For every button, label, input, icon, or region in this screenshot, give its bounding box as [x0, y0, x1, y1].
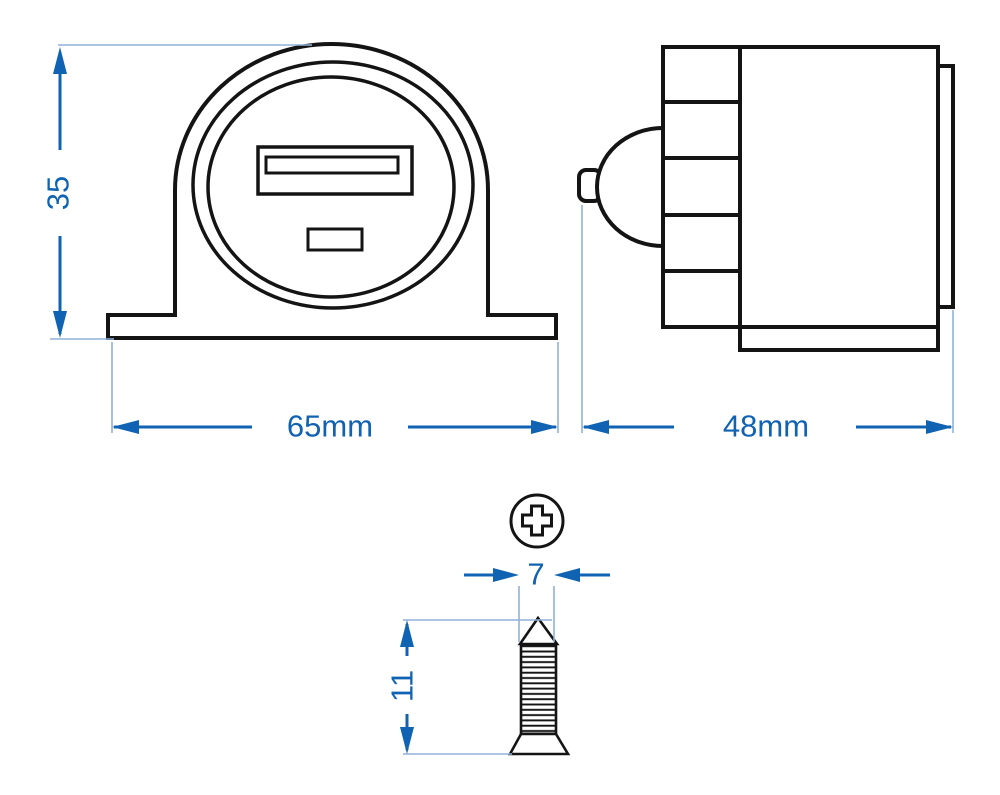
arrowhead-left: [554, 568, 580, 582]
dimension-front-height: 35: [41, 47, 76, 338]
arrowhead-right: [493, 568, 519, 582]
arrowhead-up: [400, 620, 414, 647]
arrowhead-right: [926, 420, 953, 434]
side-depth-label: 48mm: [723, 409, 809, 444]
side-dome: [595, 125, 665, 249]
side-view: [577, 45, 955, 352]
screw-shaft-threads: [519, 643, 558, 736]
side-body: [738, 45, 940, 352]
front-width-label: 65mm: [287, 409, 373, 444]
dimension-screw-length: 11: [385, 620, 420, 754]
arrowhead-down: [400, 727, 414, 754]
arrowhead-right: [531, 420, 558, 434]
arrowhead-up: [53, 47, 67, 74]
indicator-slot: [306, 227, 364, 252]
dimension-annotations: 35 65mm 48mm: [41, 44, 954, 755]
phillips-cross-icon: [521, 504, 553, 537]
arrowhead-left: [582, 420, 609, 434]
arrowhead-left: [112, 420, 139, 434]
front-view: [106, 42, 558, 340]
side-rib-column: [661, 45, 742, 329]
screw-side-view: [507, 615, 571, 756]
dimension-side-depth: 48mm: [582, 409, 953, 444]
dimension-screw-diameter: 7: [464, 557, 610, 592]
screw-top-view: [509, 493, 565, 549]
screw-tip: [517, 615, 560, 646]
screw-diameter-label: 7: [527, 557, 544, 592]
dimension-front-width: 65mm: [112, 409, 558, 444]
screw-head: [507, 732, 571, 756]
screw-length-label: 11: [385, 670, 420, 702]
arrowhead-down: [53, 311, 67, 338]
usb-port-tongue: [264, 155, 400, 175]
side-back-plate: [936, 64, 955, 309]
front-height-label: 35: [41, 176, 76, 210]
